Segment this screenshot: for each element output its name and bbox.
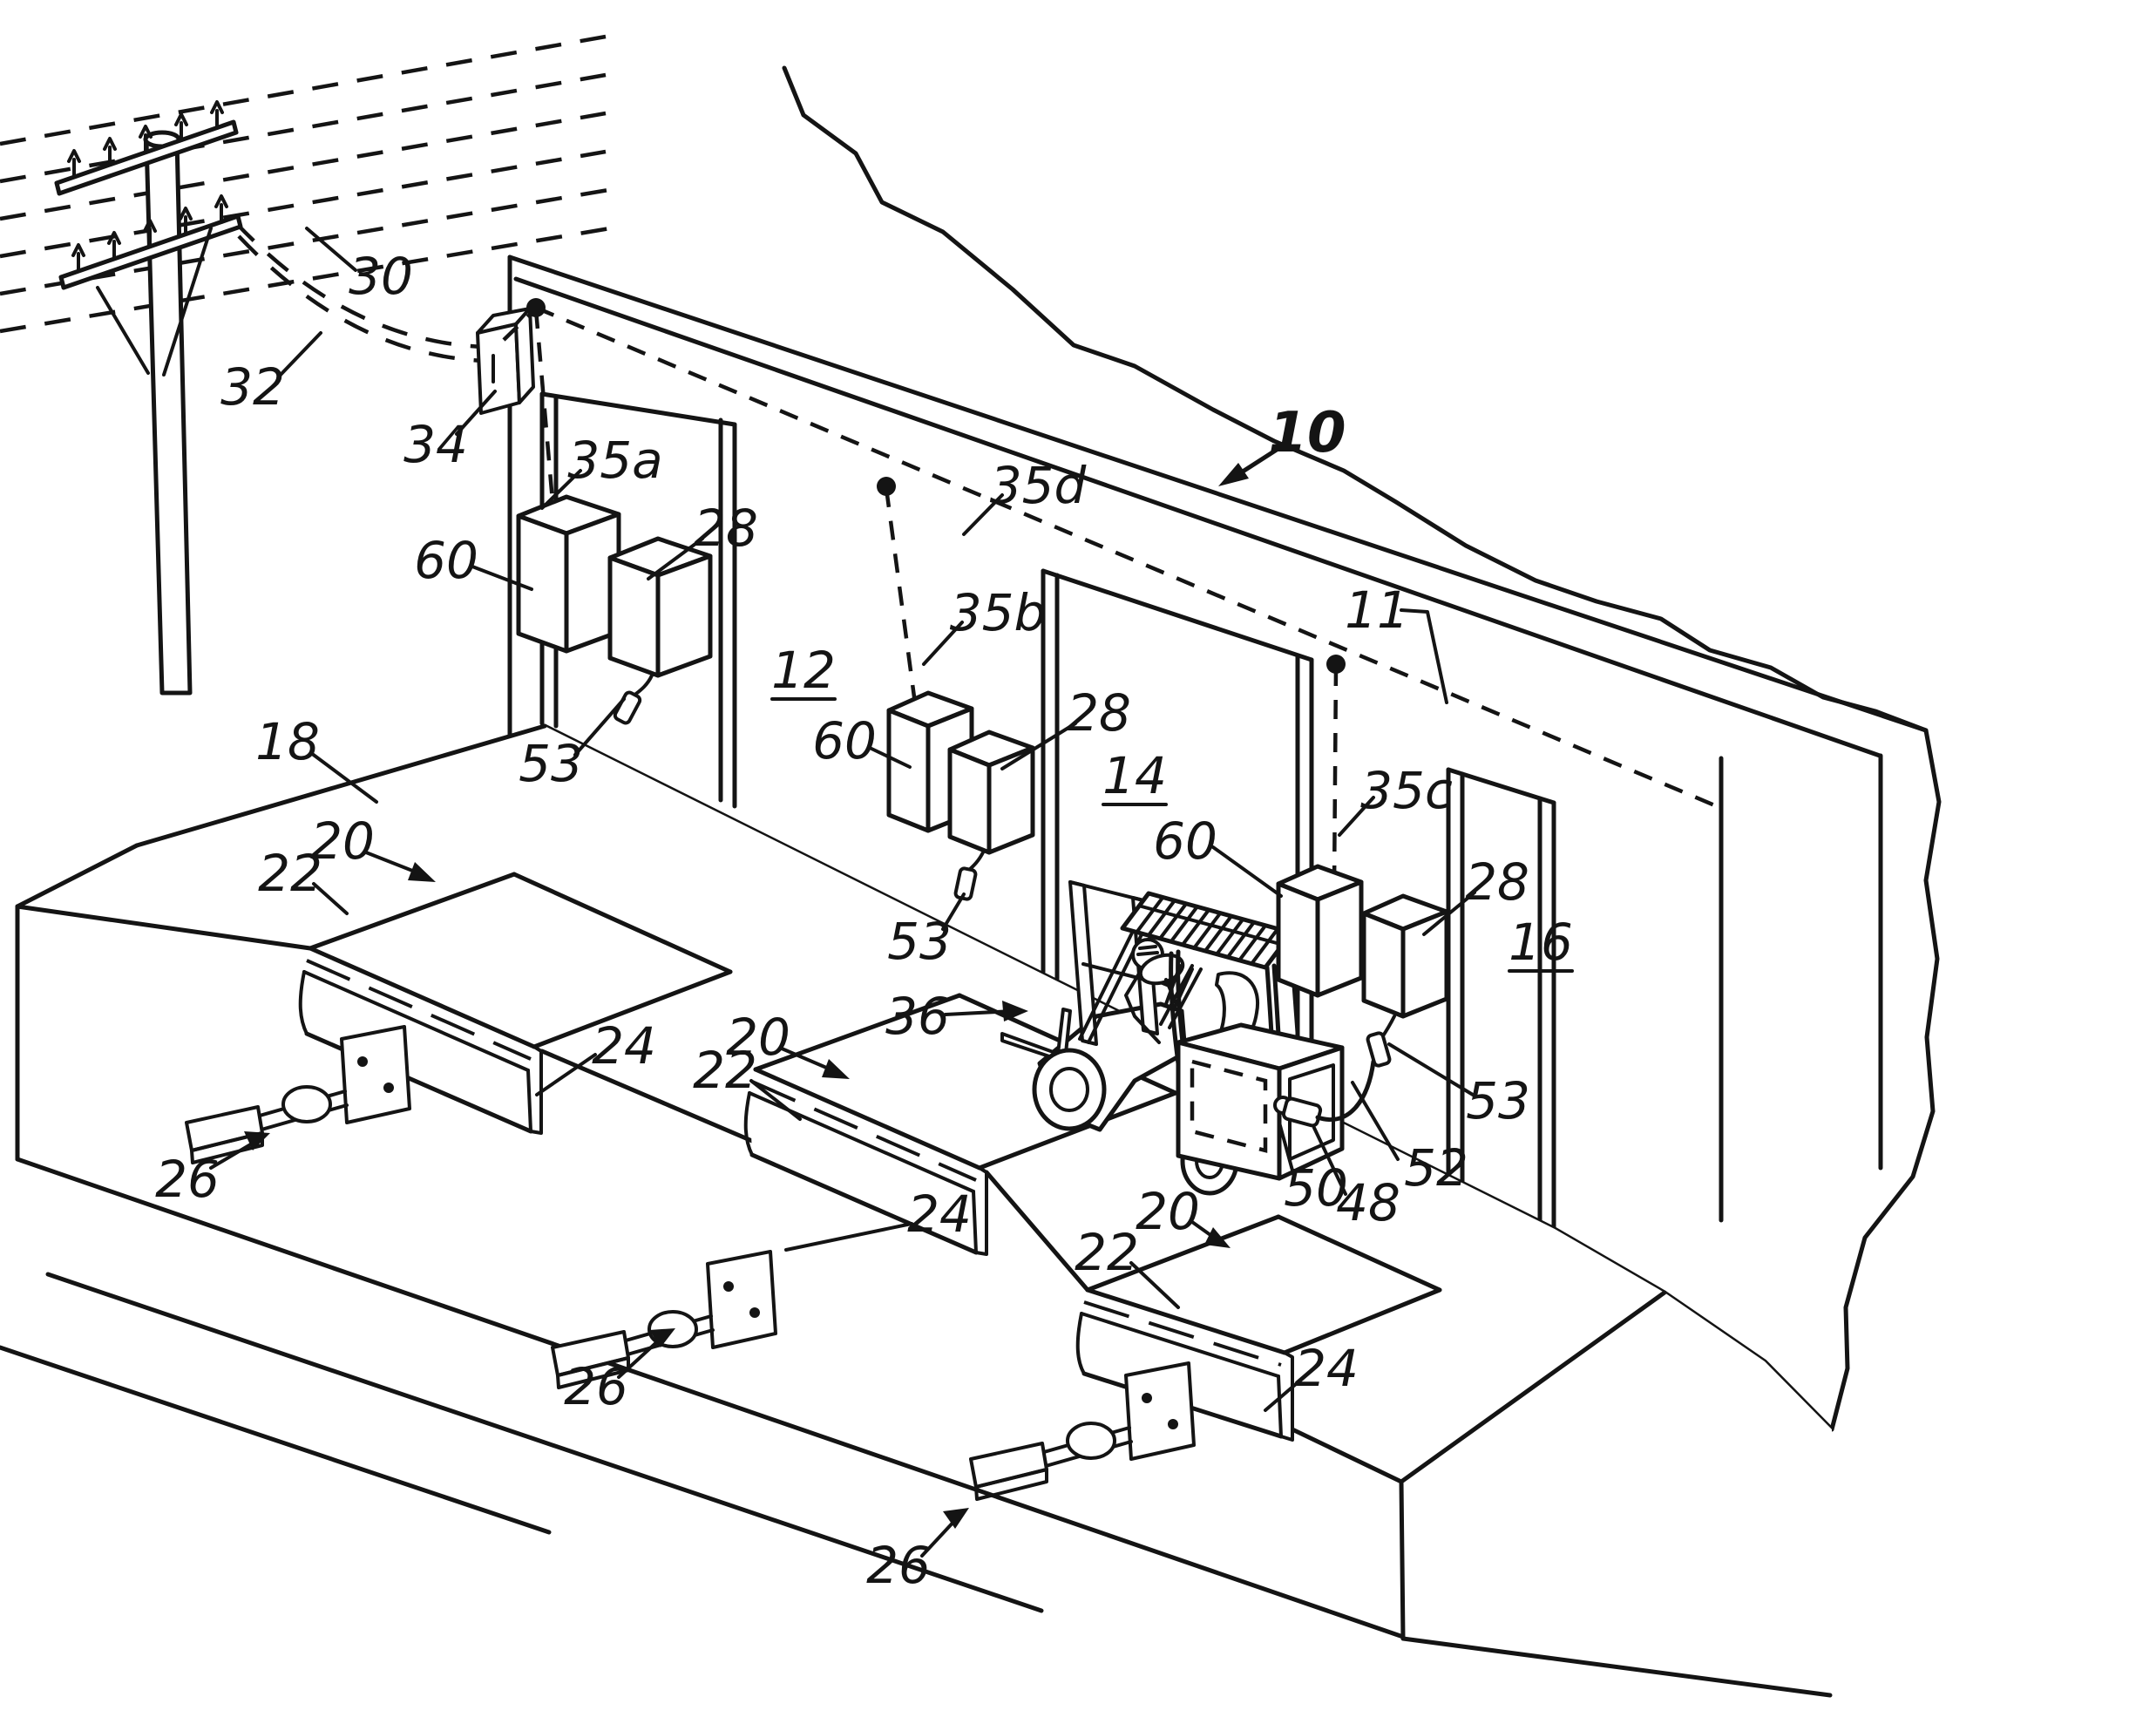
- label-28b: 28: [1067, 683, 1131, 743]
- label-53a: 53: [519, 734, 583, 793]
- label-22a: 22: [258, 844, 322, 903]
- platform-front-top-3: [984, 1170, 1090, 1293]
- label-53b: 53: [887, 912, 952, 971]
- platform-front-bottom-edge: [15, 1157, 1406, 1639]
- sensor-box-28b: [947, 730, 1035, 901]
- label-53c: 53: [1466, 1071, 1530, 1130]
- label-20a: 20: [310, 811, 375, 871]
- hinge-edge: [308, 946, 537, 1049]
- sensor-box-28a: [607, 536, 713, 725]
- ground-lines: [0, 1272, 1044, 1613]
- circuit-35c: [1332, 666, 1339, 888]
- service-drop-wire: [234, 221, 486, 363]
- wall-inner-top-edge: [513, 276, 1882, 758]
- connector-53c: [1366, 1031, 1392, 1068]
- charge-plug-and-cable: [1273, 1059, 1376, 1128]
- label-26a: 26: [155, 1150, 220, 1209]
- label-36: 36: [885, 987, 950, 1046]
- label-48: 48: [1336, 1173, 1400, 1232]
- plate-back-edge: [512, 872, 733, 974]
- label-35b: 35b: [950, 583, 1047, 642]
- circuit-35b: [884, 487, 919, 717]
- forklift: [1000, 880, 1376, 1196]
- hinge-edge: [753, 1067, 982, 1171]
- label-34: 34: [403, 415, 468, 474]
- utility-pole: [54, 100, 243, 696]
- battery-box: [1176, 1022, 1345, 1181]
- platform-front-top-4: [1290, 1427, 1404, 1484]
- label-30: 30: [349, 247, 413, 306]
- label-28a: 28: [694, 499, 758, 558]
- label-24a: 24: [592, 1016, 656, 1076]
- label-35c: 35c: [1360, 761, 1453, 820]
- label-20b: 20: [726, 1008, 790, 1067]
- label-26c: 26: [866, 1536, 931, 1595]
- label-52: 52: [1404, 1138, 1468, 1198]
- vehicle-restraint-3: [969, 1361, 1196, 1501]
- hinge-edge: [1085, 1287, 1287, 1355]
- platform-front-top-1: [15, 904, 313, 951]
- reference-numerals: 10 11 12 14 16 18 20 20 20 22 22 22 24 2…: [155, 247, 1574, 1595]
- sensor-box-28c: [1361, 893, 1449, 1068]
- label-28c: 28: [1465, 852, 1529, 912]
- label-60c: 60: [1153, 811, 1217, 871]
- cross-arm-upper: [54, 119, 239, 196]
- roof-edge: [507, 255, 1929, 733]
- torn-edge-right: [1829, 728, 1942, 1432]
- leaders: [277, 227, 1476, 1412]
- label-14: 14: [1102, 746, 1167, 805]
- label-60a: 60: [414, 531, 478, 590]
- label-22b: 22: [693, 1041, 757, 1100]
- insulators-upper: [67, 100, 224, 179]
- label-26b: 26: [564, 1357, 628, 1416]
- power-lines: [0, 34, 611, 334]
- insulators-lower: [71, 194, 228, 273]
- label-50: 50: [1284, 1158, 1348, 1218]
- label-20c: 20: [1136, 1182, 1200, 1241]
- label-16: 16: [1509, 913, 1573, 972]
- control-box-60a: [516, 494, 621, 654]
- torn-edge-top: [782, 65, 1929, 733]
- label-18: 18: [255, 712, 320, 771]
- platform-right-end: [1399, 1290, 1667, 1641]
- cable-48: [1315, 1059, 1376, 1122]
- label-11: 11: [1345, 580, 1409, 640]
- circuit-35a: [533, 309, 557, 522]
- circuit-35d: [502, 298, 1718, 809]
- service-entrance-box: [476, 307, 535, 415]
- doorway-16: [1446, 767, 1556, 1232]
- label-35a: 35a: [567, 431, 662, 490]
- label-32: 32: [220, 357, 285, 417]
- cross-arm-lower: [58, 214, 243, 290]
- label-22c: 22: [1075, 1223, 1139, 1282]
- dock-leveler-1: [298, 872, 733, 1135]
- label-35d: 35d: [990, 456, 1088, 515]
- label-10: 10: [1268, 401, 1346, 465]
- control-box-60c: [1276, 864, 1364, 998]
- label-60b: 60: [812, 711, 877, 770]
- label-12: 12: [771, 641, 836, 700]
- label-24b: 24: [907, 1184, 972, 1244]
- platform-left-top-edge: [15, 843, 139, 909]
- lip-bottom: [749, 1152, 979, 1255]
- platform-back-edge: [134, 723, 547, 848]
- arrows: [209, 445, 1282, 1558]
- platform-right-bottom: [1400, 1636, 1833, 1698]
- label-24c: 24: [1294, 1339, 1359, 1398]
